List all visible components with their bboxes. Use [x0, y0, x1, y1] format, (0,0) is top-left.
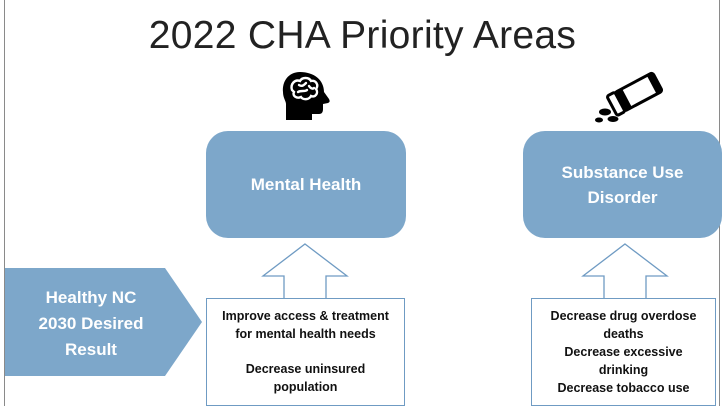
slide-title: 2022 CHA Priority Areas — [148, 14, 577, 57]
substance-use-disorder-box: Substance Use Disorder — [523, 131, 722, 238]
healthy-nc-arrow — [5, 268, 202, 376]
mental-health-up-arrow — [261, 243, 349, 301]
mental-health-box: Mental Health — [206, 131, 406, 238]
head-brain-icon — [282, 72, 330, 120]
substance-use-up-arrow — [581, 243, 669, 301]
result-item: Decrease tobacco use — [557, 381, 690, 395]
result-item: Decrease uninsured population — [245, 362, 366, 394]
result-item: Decrease drug overdose deaths — [550, 309, 697, 341]
result-item: Decrease excessive drinking — [564, 345, 683, 377]
healthy-nc-label: Healthy NC 2030 Desired Result — [38, 288, 144, 359]
pill-bottle-icon — [595, 71, 664, 123]
mental-health-results: Improve access & treatment for mental he… — [206, 298, 405, 406]
result-item: Improve access & treatment for mental he… — [222, 309, 389, 341]
substance-use-results: Decrease drug overdose deaths Decrease e… — [531, 298, 716, 406]
